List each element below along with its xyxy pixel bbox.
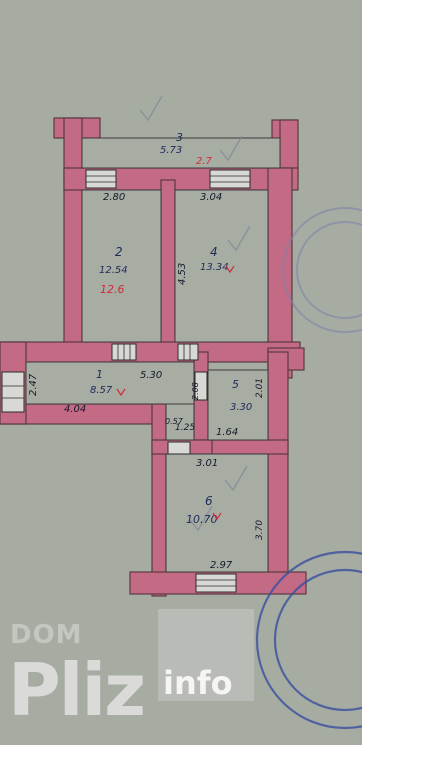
wall-room5-right [267, 351, 289, 589]
watermark-info: info [163, 664, 233, 702]
dimension-labels: 2.80 3.04 4.53 5.30 4.04 2.47 2.01 1.64 … [28, 192, 265, 571]
window-room6 [195, 573, 237, 593]
room-4-number: 4 [210, 245, 218, 259]
dim-room6-width: 3.01 [196, 458, 218, 469]
room-3-correction: 2.7 [196, 156, 213, 167]
dim-corridor-height: 2.47 [28, 373, 39, 396]
room-2-correction: 12.6 [100, 283, 125, 296]
wall-room6-left [151, 403, 167, 597]
room-3-area: 5.73 [160, 145, 182, 156]
dim-room4-height: 4.53 [177, 263, 188, 285]
dim-corridor-length: 5.30 [140, 370, 162, 381]
room-5-floor [207, 369, 269, 441]
wall-middle-2-4 [160, 179, 176, 363]
watermark-pliz: Pliz [8, 648, 146, 732]
wall-left-upper [63, 117, 83, 357]
room-4-floor [174, 189, 269, 343]
dim-hall-width: 1.25 [175, 423, 195, 433]
dim-room2-width: 2.80 [103, 192, 125, 203]
room-5-area: 3.30 [230, 402, 252, 413]
room-6-number: 6 [205, 494, 213, 508]
dim-hall-height: 2.08 [191, 382, 200, 400]
room-3-floor [81, 137, 281, 169]
check-marks [139, 95, 251, 532]
room-1-area: 8.57 [90, 385, 113, 396]
dim-room6-height: 3.70 [255, 520, 265, 540]
room-6-area: 10.70 [186, 513, 218, 526]
dim-room4-width: 3.04 [200, 192, 222, 203]
room-2-floor [81, 189, 162, 343]
door-room6 [167, 441, 191, 455]
room-6-floor [165, 453, 269, 573]
dim-room5-height: 2.01 [255, 378, 265, 398]
dim-hall-small: 0.57 [165, 417, 184, 426]
dim-room5-width: 1.64 [216, 427, 238, 438]
door-room4 [177, 343, 199, 361]
room-5-number: 5 [232, 378, 239, 391]
stamp-lower [255, 550, 362, 730]
wall-corridor-top [0, 341, 301, 363]
dim-room6-bottom: 2.97 [210, 560, 233, 571]
room-1-floor [25, 361, 195, 405]
window-corridor [1, 371, 25, 413]
window-room3 [85, 169, 117, 189]
door-room5 [194, 371, 208, 401]
rooms [25, 137, 281, 573]
room-3-number: 3 [176, 131, 183, 144]
room-4-area: 13.34 [200, 262, 229, 273]
opening-lines [2, 175, 250, 587]
stamp-upper [282, 207, 362, 333]
room-labels: 3 5.73 2.7 2 12.54 12.6 4 13.34 1 8.57 5… [90, 131, 252, 526]
room-1-number: 1 [96, 368, 103, 381]
watermark-dom: DOM [10, 620, 83, 650]
window-room4 [209, 169, 251, 189]
floor-plan: 3 5.73 2.7 2 12.54 12.6 4 13.34 1 8.57 5… [0, 95, 362, 730]
room-2-number: 2 [115, 245, 123, 259]
red-marks [116, 265, 235, 521]
dim-corridor-bottom: 4.04 [64, 404, 86, 415]
watermark-box [158, 609, 254, 701]
room-1-ext-floor [165, 403, 195, 441]
room-2-area: 12.54 [99, 265, 128, 276]
